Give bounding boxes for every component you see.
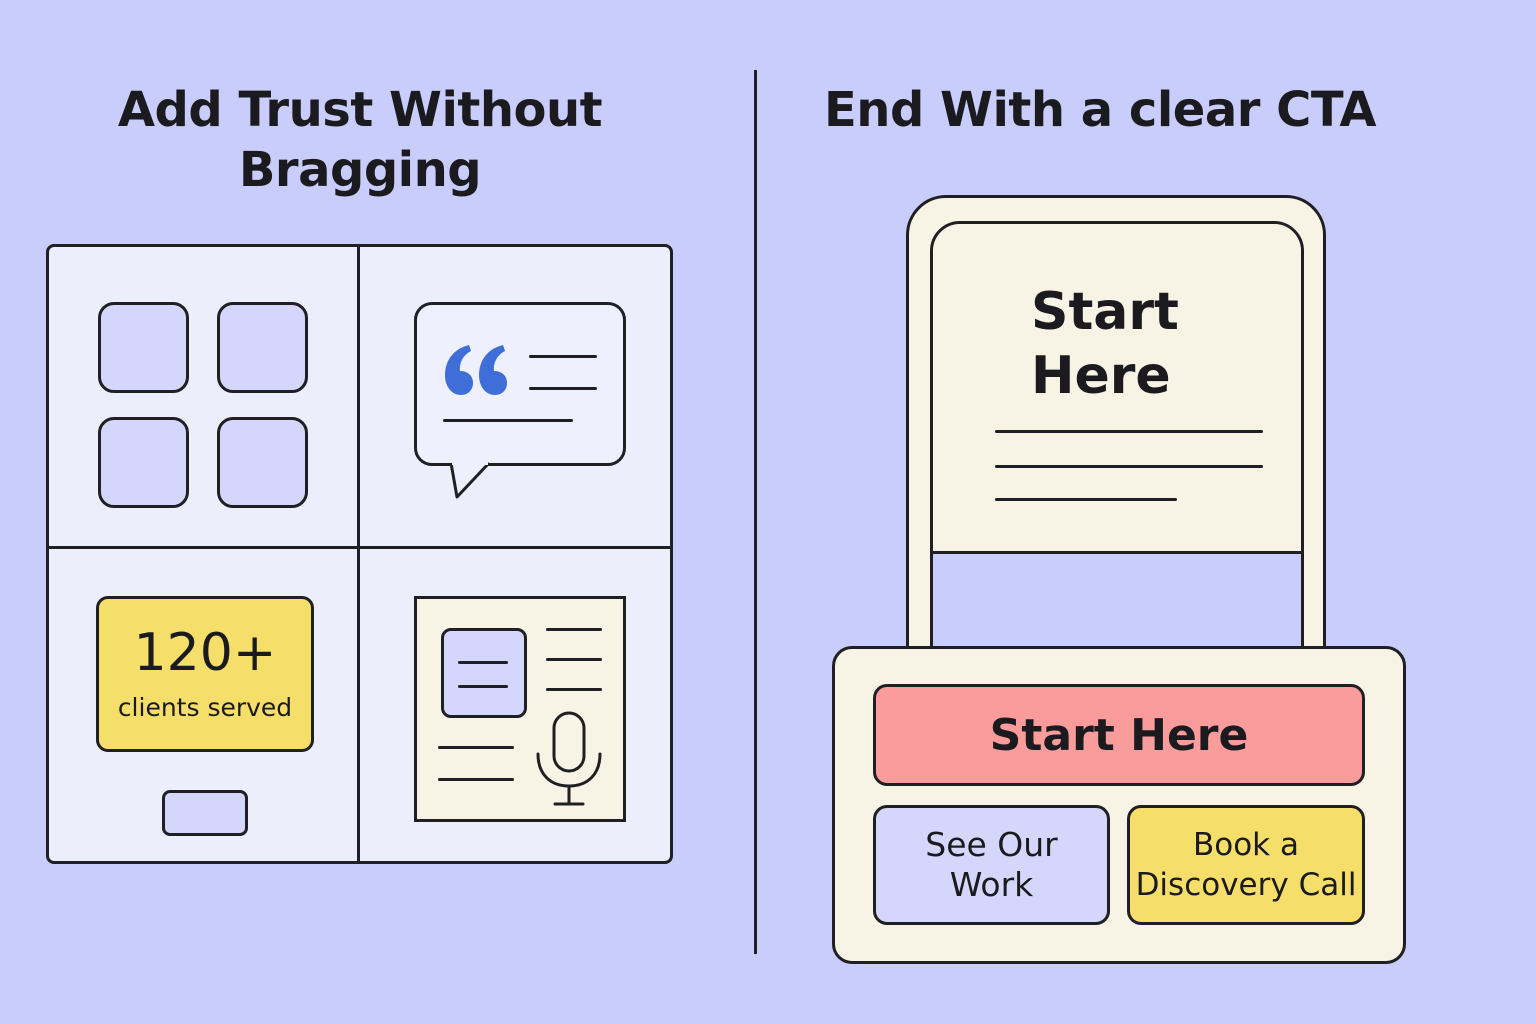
quote-line	[529, 355, 597, 358]
quote-line	[443, 419, 573, 422]
phone-screen: Start Here	[930, 221, 1304, 691]
doc-line	[546, 688, 602, 691]
start-here-button[interactable]: Start Here	[873, 684, 1365, 786]
vertical-divider	[754, 70, 757, 954]
grid-divider-horizontal	[46, 546, 673, 549]
microphone-icon	[536, 711, 602, 806]
bubble-tail	[449, 461, 491, 499]
quote-bubble-icon	[414, 302, 626, 499]
book-call-line2: Discovery Call	[1135, 867, 1357, 903]
left-title-line2: Bragging	[238, 142, 482, 198]
see-our-work-line1: See Our	[925, 825, 1058, 864]
doc-line	[438, 778, 514, 781]
thumb-line	[458, 661, 508, 664]
logo-tile	[98, 417, 189, 508]
stat-card: 120+ clients served	[96, 596, 314, 752]
logo-tile	[217, 302, 308, 393]
screen-heading-line2: Here	[1031, 346, 1171, 406]
screen-heading-line1: Start	[1031, 282, 1179, 342]
logo-tile	[217, 417, 308, 508]
left-title-line1: Add Trust Without	[117, 82, 603, 138]
right-title: End With a clear CTA	[824, 82, 1376, 138]
screen-line	[995, 430, 1263, 433]
book-discovery-call-button[interactable]: Book a Discovery Call	[1127, 805, 1365, 925]
left-title: Add Trust Without Bragging	[40, 80, 680, 200]
book-call-line1: Book a	[1192, 827, 1299, 863]
doc-line	[546, 628, 602, 631]
small-button[interactable]	[162, 790, 248, 836]
see-our-work-line2: Work	[949, 865, 1034, 904]
screen-hero: Start Here	[933, 224, 1301, 554]
screen-heading: Start Here	[1031, 280, 1271, 408]
quote-mark-icon	[445, 345, 507, 395]
document-thumbnail	[441, 628, 527, 718]
thumb-line	[458, 685, 508, 688]
logo-tile	[98, 302, 189, 393]
doc-line	[546, 658, 602, 661]
screen-line	[995, 498, 1177, 501]
grid-divider-vertical	[357, 244, 360, 864]
screen-line	[995, 465, 1263, 468]
stat-label: clients served	[117, 693, 293, 722]
see-our-work-button[interactable]: See Our Work	[873, 805, 1110, 925]
stat-number: 120+	[133, 623, 277, 683]
quote-line	[529, 387, 597, 390]
doc-line	[438, 746, 514, 749]
